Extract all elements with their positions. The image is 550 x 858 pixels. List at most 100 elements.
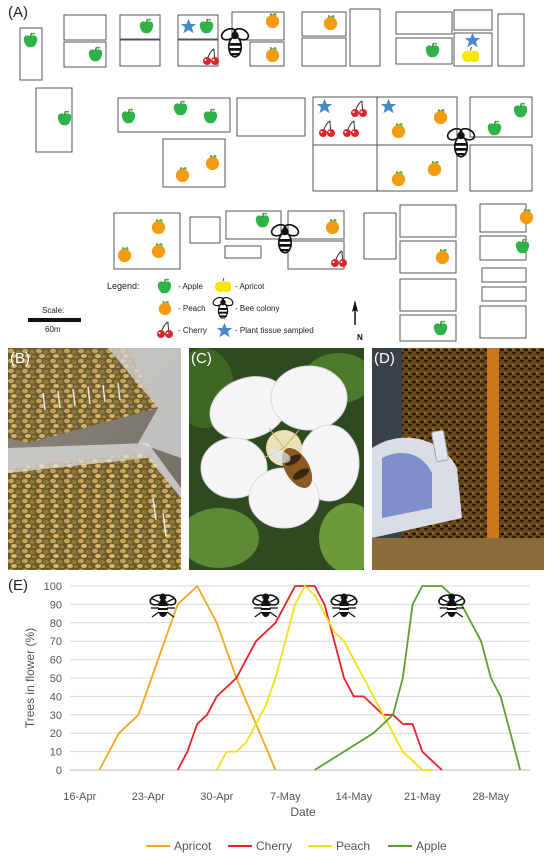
blossom-photo <box>189 348 364 570</box>
legend-apple-icon <box>157 278 172 294</box>
peach-icon <box>391 123 406 139</box>
y-tick-label: 0 <box>56 765 62 777</box>
orchard-block <box>376 144 458 192</box>
orchard-block <box>399 240 457 274</box>
panel-label-c: (C) <box>191 350 212 367</box>
star-icon <box>464 32 481 48</box>
x-axis-label: Date <box>290 805 316 819</box>
orchard-block <box>249 41 285 67</box>
orchard-block <box>177 39 219 67</box>
orchard-block <box>301 37 347 67</box>
blossom-image <box>189 348 364 570</box>
peach-icon <box>433 109 448 125</box>
series-line-cherry <box>176 585 443 771</box>
apple-icon <box>515 238 530 254</box>
apple-icon <box>199 18 214 34</box>
orchard-block <box>497 13 525 67</box>
panel-label-b: (B) <box>10 350 30 367</box>
orchard-block <box>287 240 345 270</box>
y-tick-label: 70 <box>50 636 62 648</box>
orchard-block <box>119 14 161 40</box>
bee-marker-icon <box>330 593 358 618</box>
star-icon <box>380 98 397 114</box>
x-tick-label: 28-May <box>473 791 510 803</box>
orchard-block <box>453 9 493 31</box>
peach-icon <box>391 171 406 187</box>
orchard-block <box>236 97 306 137</box>
orchard-block <box>63 14 107 41</box>
x-tick-label: 23-Apr <box>132 791 165 803</box>
orchard-block <box>162 138 226 188</box>
bee-colony-icon <box>220 28 250 58</box>
orchard-block <box>19 27 43 81</box>
orchard-block <box>399 278 457 312</box>
legend-cherry-icon <box>156 321 174 339</box>
pollen-photo <box>8 348 181 570</box>
apple-icon <box>255 212 270 228</box>
y-tick-label: 20 <box>50 728 62 740</box>
orchard-block <box>301 11 347 37</box>
y-tick-label: 90 <box>50 599 62 611</box>
orchard-block <box>469 144 533 192</box>
y-tick-label: 10 <box>50 747 62 759</box>
orchard-block <box>479 203 527 233</box>
orchard-block <box>399 314 457 342</box>
orchard-block <box>479 305 527 339</box>
legend-apple: - Apple <box>178 282 203 291</box>
apricot-icon <box>462 46 479 63</box>
legend-peach: - Peach <box>178 304 206 313</box>
scale-label: Scale: <box>42 306 64 315</box>
north-label: N <box>357 333 363 342</box>
legend-label-apricot: Apricot <box>174 839 212 853</box>
y-tick-label: 80 <box>50 618 62 630</box>
orchard-block <box>349 8 381 67</box>
orchard-block <box>363 212 397 260</box>
orchard-block <box>117 97 231 133</box>
bee-colony-icon <box>446 128 476 158</box>
y-tick-label: 50 <box>50 673 62 685</box>
peach-icon <box>427 161 442 177</box>
orchard-block <box>224 245 262 259</box>
y-axis-label: Trees in flower (%) <box>23 628 37 728</box>
peach-icon <box>151 243 166 259</box>
x-tick-label: 21-May <box>404 791 441 803</box>
pollen-image <box>8 348 181 570</box>
cherry-icon <box>350 100 368 118</box>
orchard-block <box>312 144 378 192</box>
orchard-block <box>63 41 107 68</box>
y-tick-label: 60 <box>50 655 62 667</box>
legend-cherry: - Cherry <box>178 326 207 335</box>
orchard-block <box>481 286 527 302</box>
peach-icon <box>519 209 534 225</box>
hive-image <box>372 348 544 570</box>
apple-icon <box>203 108 218 124</box>
apple-icon <box>173 100 188 116</box>
series-line-apple <box>314 585 522 771</box>
bee-marker-icon <box>438 593 466 618</box>
orchard-block <box>453 32 493 67</box>
peach-icon <box>435 249 450 265</box>
legend-star-icon <box>216 322 233 338</box>
scale-value: 60m <box>45 325 61 334</box>
orchard-block <box>469 96 533 138</box>
star-icon <box>316 98 333 114</box>
legend-apricot: - Apricot <box>235 282 265 291</box>
orchard-block <box>395 11 453 35</box>
panel-label-e: (E) <box>8 577 28 594</box>
bee-colony-icon <box>270 224 300 254</box>
peach-icon <box>265 47 280 63</box>
legend-bee-icon <box>212 297 234 319</box>
apple-icon <box>425 42 440 58</box>
legend-label-peach: Peach <box>336 839 370 853</box>
orchard-block <box>231 11 285 41</box>
bee-marker-icon <box>252 593 280 618</box>
legend-label-cherry: Cherry <box>256 839 292 853</box>
cherry-icon <box>202 48 220 66</box>
y-tick-label: 40 <box>50 691 62 703</box>
y-tick-label: 100 <box>44 581 62 593</box>
north-arrow-icon <box>352 300 358 325</box>
x-tick-label: 30-Apr <box>200 791 233 803</box>
cherry-icon <box>318 120 336 138</box>
orchard-block <box>119 39 161 67</box>
